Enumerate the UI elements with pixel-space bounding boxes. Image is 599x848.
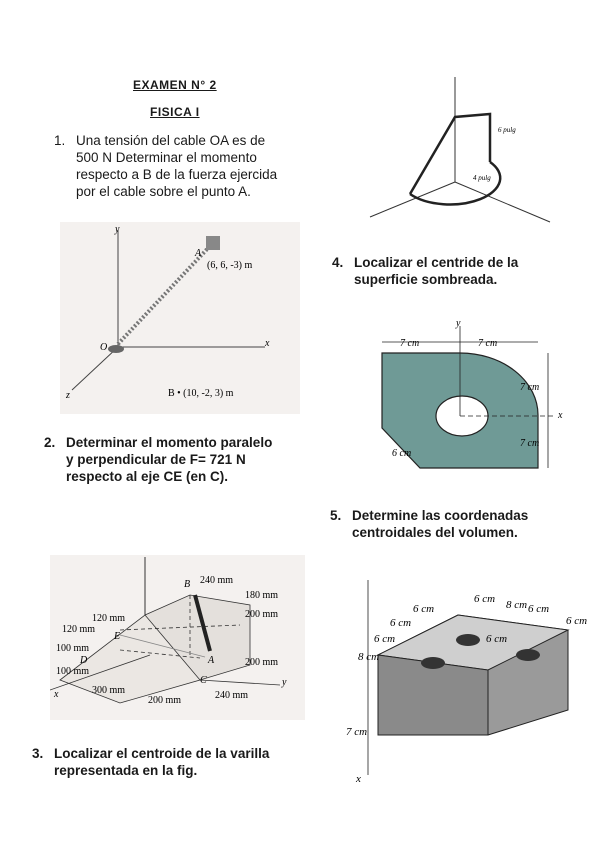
q5-dim-8: 8 cm	[358, 651, 379, 663]
q3-line-1: representada en la fig.	[54, 763, 198, 778]
q1-line-0: Una tensión del cable OA es de	[76, 133, 266, 148]
q5-dim-0: 6 cm	[413, 603, 434, 615]
q1-figure: A (6, 6, -3) m O x y z B • (10, -2, 3) m	[60, 222, 300, 414]
q1-number: 1.	[54, 133, 66, 148]
q5-line-1: centroidales del volumen.	[352, 525, 518, 540]
q2-dim-300: 300 mm	[92, 685, 125, 696]
q5-dim-4: 6 cm	[528, 603, 549, 615]
q1-label-y: y	[114, 224, 120, 235]
q2-cable-ea	[119, 634, 206, 658]
q2-dim-180: 180 mm	[245, 590, 278, 601]
q2-dim-100-a: 100 mm	[56, 643, 89, 654]
q5-front-face	[377, 654, 489, 736]
q1-label-x: x	[264, 338, 270, 349]
exam-title: EXAMEN N° 2	[133, 78, 217, 92]
question-3: 3. Localizar el centroide de la varilla r…	[32, 745, 312, 779]
q3-figure: 6 pulg 4 pulg	[369, 77, 551, 223]
q4-axis-y: y	[455, 318, 461, 329]
q5-axis-x: x	[355, 773, 361, 785]
q4-number: 4.	[332, 255, 344, 270]
q2-dashed-edge-3	[119, 624, 241, 631]
q2-dim-120-b: 120 mm	[62, 624, 95, 635]
q2-y-axis	[199, 679, 281, 686]
q2-dashed-edge-2	[119, 649, 201, 659]
subject-title: FISICA I	[150, 105, 200, 119]
q5-dim-2: 6 cm	[474, 593, 495, 605]
q2-point-c: C	[200, 675, 207, 686]
q2-dim-200-a: 200 mm	[245, 609, 278, 620]
q4-line-0: Localizar el centride de la	[354, 255, 519, 270]
q2-point-d: D	[79, 655, 88, 666]
q2-axis-x: x	[53, 689, 59, 700]
q5-dim-3: 8 cm	[506, 599, 527, 611]
q1-anchor-a	[206, 236, 220, 250]
q4-dim-right: 7 cm	[478, 338, 497, 349]
question-5: 5. Determine las coordenadas centroidales…	[330, 507, 588, 541]
q5-dim-9: 7 cm	[346, 726, 367, 738]
q5-dim-6: 6 cm	[486, 633, 507, 645]
q4-line-1: superficie sombreada.	[354, 272, 498, 287]
q1-z-axis	[71, 346, 119, 391]
q1-coord-a: (6, 6, -3) m	[207, 260, 252, 271]
q1-line-2: respecto a B de la fuerza ejercida	[76, 167, 278, 182]
q2-x-axis	[50, 654, 151, 691]
q2-line-0: Determinar el momento paralelo	[66, 435, 273, 450]
q4-dim-left: 7 cm	[400, 338, 419, 349]
q2-point-a: A	[207, 655, 215, 666]
q1-label-z: z	[65, 390, 70, 401]
q4-figure: 7 cm 7 cm 7 cm 7 cm 6 cm x y	[381, 318, 563, 469]
q2-force-rod	[193, 594, 212, 652]
q4-dim-top-side: 7 cm	[520, 382, 539, 393]
q2-dim-120-a: 120 mm	[92, 613, 125, 624]
q2-point-e: E	[113, 631, 120, 642]
q2-axis-y: y	[281, 677, 287, 688]
question-4: 4. Localizar el centride de la superficie…	[332, 254, 587, 288]
q4-dim-radius: 6 cm	[392, 448, 411, 459]
q3-dim-1: 6 pulg	[498, 126, 516, 134]
q5-number: 5.	[330, 508, 342, 523]
q1-label-o: O	[100, 342, 107, 353]
q3-rod-segment	[408, 112, 492, 195]
q3-x-axis	[369, 181, 456, 218]
q2-number: 2.	[44, 435, 56, 450]
question-2: 2. Determinar el momento paralelo y perpe…	[44, 434, 314, 485]
q1-label-a: A	[194, 248, 202, 259]
q2-dim-240: 240 mm	[200, 575, 233, 586]
q2-dim-200-c: 200 mm	[148, 695, 181, 706]
q5-dim-7: 6 cm	[374, 633, 395, 645]
q1-line-1: 500 N Determinar el momento	[76, 150, 257, 165]
q1-line-3: por el cable sobre el punto A.	[76, 184, 251, 199]
q3-y-axis	[454, 181, 551, 223]
q5-hole-1	[421, 657, 445, 669]
q5-dim-5: 6 cm	[566, 615, 587, 627]
q2-line-1: y perpendicular de F= 721 N	[66, 452, 246, 467]
q1-cable	[116, 244, 212, 346]
q5-figure: 6 cm 6 cm 6 cm 8 cm 6 cm 6 cm 6 cm 6 cm …	[346, 580, 587, 785]
q3-number: 3.	[32, 746, 44, 761]
q2-line-2: respecto al eje CE (en C).	[66, 469, 229, 484]
q1-label-b: B • (10, -2, 3) m	[168, 388, 234, 399]
q5-hole-2	[456, 634, 480, 646]
q5-line-0: Determine las coordenadas	[352, 508, 529, 523]
q4-axis-x: x	[557, 410, 563, 421]
q3-rod-arc	[409, 160, 502, 206]
q2-figure: 240 mm 180 mm 200 mm 200 mm 120 mm 120 m…	[50, 555, 305, 720]
q1-base-o	[108, 345, 124, 353]
q4-dim-bottom-side: 7 cm	[520, 438, 539, 449]
q2-dim-200-b: 200 mm	[245, 657, 278, 668]
q5-hole-3	[516, 649, 540, 661]
q2-point-b: B	[184, 579, 190, 590]
q5-dim-1: 6 cm	[390, 617, 411, 629]
question-1: 1. Una tensión del cable OA es de 500 N D…	[54, 132, 314, 200]
q2-dim-100-b: 100 mm	[56, 666, 89, 677]
q3-dim-2: 4 pulg	[473, 174, 491, 182]
q3-line-0: Localizar el centroide de la varilla	[54, 746, 270, 761]
q2-dim-240-b: 240 mm	[215, 690, 248, 701]
